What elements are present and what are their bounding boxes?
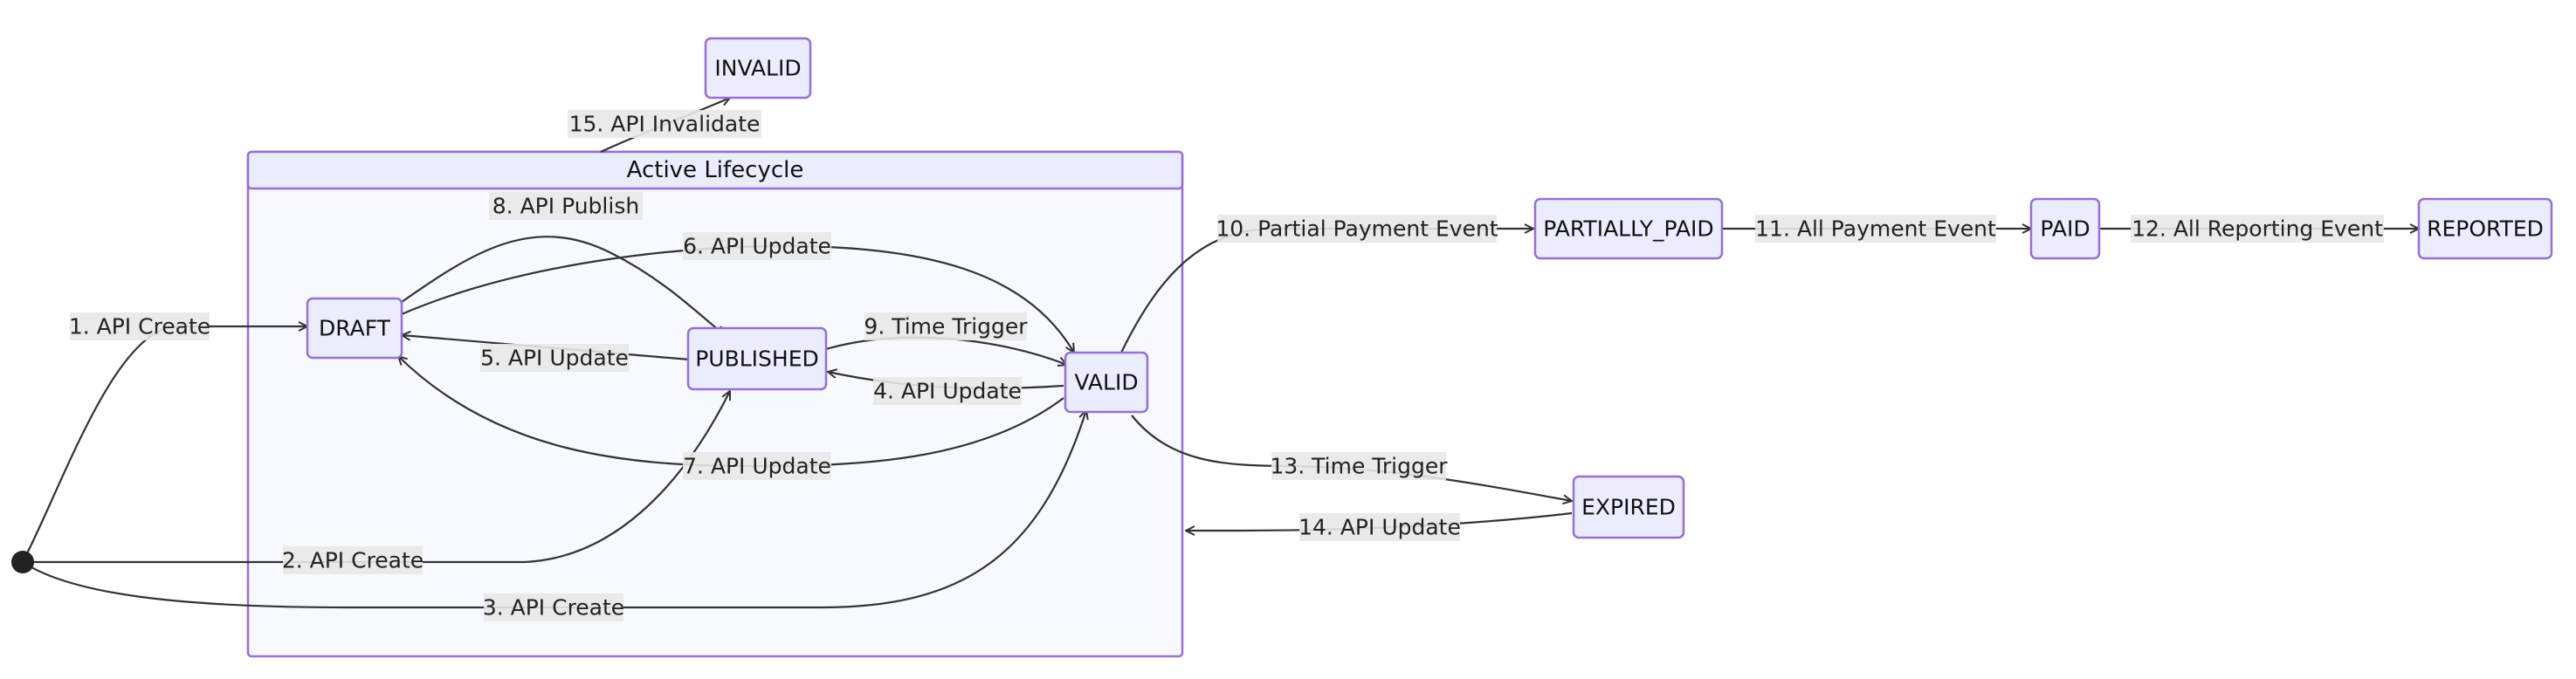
state-expired[interactable]: EXPIRED xyxy=(1572,475,1685,539)
edge-start-to-valid xyxy=(22,410,1086,609)
cluster-title: Active Lifecycle xyxy=(627,157,804,183)
state-paid[interactable]: PAID xyxy=(2029,197,2101,260)
edge-label-15: 15. API Invalidate xyxy=(569,112,761,137)
edge-label-8: 8. API Publish xyxy=(492,194,639,219)
edge-draft-to-published xyxy=(401,236,725,335)
state-expired-label: EXPIRED xyxy=(1581,495,1676,520)
edge-label-13: 13. Time Trigger xyxy=(1270,454,1448,479)
edge-label-5: 5. API Update xyxy=(480,346,629,371)
edge-label-7: 7. API Update xyxy=(683,454,831,479)
state-reported[interactable]: REPORTED xyxy=(2417,197,2553,260)
edge-label-3: 3. API Create xyxy=(483,595,624,621)
state-partially-paid[interactable]: PARTIALLY_PAID xyxy=(1533,197,1724,260)
state-reported-label: REPORTED xyxy=(2427,216,2544,242)
state-published[interactable]: PUBLISHED xyxy=(686,326,828,391)
edge-label-10: 10. Partial Payment Event xyxy=(1216,216,1498,242)
state-invalid[interactable]: INVALID xyxy=(704,37,812,99)
edge-label-11: 11. All Payment Event xyxy=(1755,216,1996,242)
state-partially-paid-label: PARTIALLY_PAID xyxy=(1543,216,1713,242)
state-paid-label: PAID xyxy=(2040,216,2090,242)
edge-label-2: 2. API Create xyxy=(282,548,424,573)
edge-label-14: 14. API Update xyxy=(1298,515,1461,540)
state-published-label: PUBLISHED xyxy=(695,346,819,372)
cluster-active-lifecycle: Active Lifecycle xyxy=(246,150,1184,658)
state-valid[interactable]: VALID xyxy=(1064,351,1149,414)
edge-label-12: 12. All Reporting Event xyxy=(2132,216,2383,242)
state-draft-label: DRAFT xyxy=(319,316,391,341)
state-valid-label: VALID xyxy=(1074,370,1138,395)
edge-label-9: 9. Time Trigger xyxy=(864,314,1028,340)
edge-labels: 1. API Create 2. API Create 3. API Creat… xyxy=(69,110,2384,621)
edge-label-1: 1. API Create xyxy=(69,314,210,340)
edge-start-to-published xyxy=(23,391,730,564)
edge-label-4: 4. API Update xyxy=(873,379,1022,404)
state-draft[interactable]: DRAFT xyxy=(306,297,403,360)
edge-label-6: 6. API Update xyxy=(683,234,831,259)
state-invalid-label: INVALID xyxy=(714,56,801,81)
initial-state-dot xyxy=(11,551,34,573)
